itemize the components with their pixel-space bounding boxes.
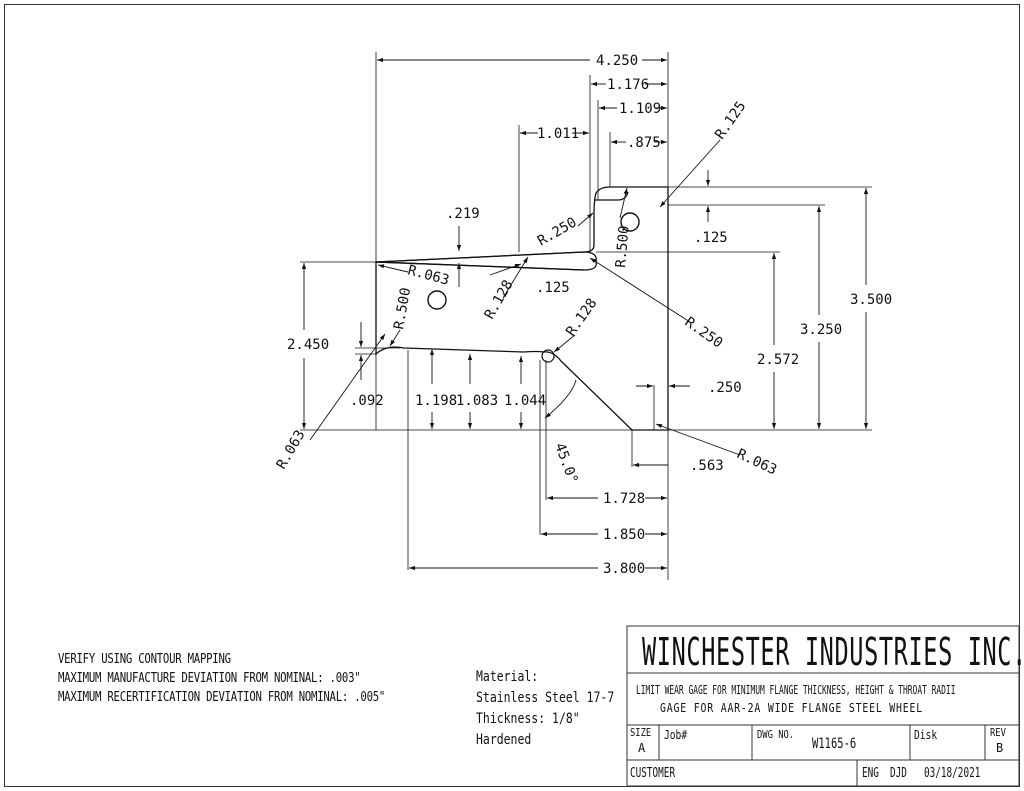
radius-r125: R.125 xyxy=(712,99,749,143)
rev-label: REV xyxy=(990,726,1006,739)
dwg-value: W1165-6 xyxy=(812,736,857,752)
dim-219: .219 xyxy=(446,206,480,222)
dim-3500: 3.500 xyxy=(850,292,892,308)
dim-125-mid: .125 xyxy=(536,280,570,296)
description-line2: GAGE FOR AAR-2A WIDE FLANGE STEEL WHEEL xyxy=(660,701,924,715)
radius-r063-bottom-right: R.063 xyxy=(734,446,779,478)
dim-3250: 3.250 xyxy=(800,322,842,338)
radius-r250-upper: R.250 xyxy=(535,215,580,250)
dim-3800: 3.800 xyxy=(603,561,645,577)
hole-upper xyxy=(620,212,640,232)
radius-r063-bottom-left: R.063 xyxy=(274,427,309,472)
dim-1850: 1.850 xyxy=(603,527,645,543)
rev-value: B xyxy=(996,741,1004,755)
dim-1109: 1.109 xyxy=(619,101,661,117)
radius-r128-left: R.128 xyxy=(482,277,517,322)
disk-label: Disk xyxy=(914,728,938,742)
material-value: Stainless Steel 17-7 xyxy=(476,690,615,706)
note-line: VERIFY USING CONTOUR MAPPING xyxy=(58,652,231,667)
dim-092: .092 xyxy=(350,393,384,409)
dim-1083: 1.083 xyxy=(456,393,498,409)
sheet-border xyxy=(4,4,1020,787)
dim-125-top: .125 xyxy=(694,230,728,246)
title-block-grid xyxy=(626,625,1020,787)
eng-label: ENG xyxy=(862,766,879,781)
extension-lines xyxy=(300,52,872,580)
dim-563: .563 xyxy=(690,458,724,474)
description-line1: LIMIT WEAR GAGE FOR MINIMUM FLANGE THICK… xyxy=(636,683,956,697)
drawing-date: 03/18/2021 xyxy=(924,766,981,781)
job-label: Job# xyxy=(664,728,688,742)
dim-1176: 1.176 xyxy=(607,77,649,93)
eng-value: DJD xyxy=(890,766,907,781)
note-line: MAXIMUM RECERTIFICATION DEVIATION FROM N… xyxy=(58,690,386,705)
dim-250: .250 xyxy=(708,380,742,396)
throat-radius xyxy=(541,349,555,363)
hole-lower xyxy=(427,290,447,310)
dim-2572: 2.572 xyxy=(757,352,799,368)
company-name: WINCHESTER INDUSTRIES INC. xyxy=(642,630,1024,674)
material-block: Material: Stainless Steel 17-7 Thickness… xyxy=(476,667,614,751)
dim-1728: 1.728 xyxy=(603,491,645,507)
size-label: SIZE xyxy=(630,726,652,739)
dim-875: .875 xyxy=(627,135,661,151)
dim-overall-width: 4.250 xyxy=(596,53,638,69)
radius-r500-lower: R.500 xyxy=(391,286,414,330)
radius-r250-lower: R.250 xyxy=(682,314,726,351)
dim-angle: 45.0° xyxy=(551,441,580,486)
dim-1044: 1.044 xyxy=(504,393,546,409)
radius-r500-upper: R.500 xyxy=(613,225,633,268)
dim-1011: 1.011 xyxy=(537,126,579,142)
size-value: A xyxy=(638,741,646,755)
leader-lines xyxy=(309,139,741,456)
material-label: Material: xyxy=(476,669,539,685)
dimension-lines xyxy=(301,57,869,571)
notes-block: VERIFY USING CONTOUR MAPPING MAXIMUM MAN… xyxy=(58,650,385,707)
thickness-value: Thickness: 1/8" xyxy=(476,711,580,727)
dim-1198: 1.198 xyxy=(415,393,457,409)
note-line: MAXIMUM MANUFACTURE DEVIATION FROM NOMIN… xyxy=(58,671,361,686)
treatment-value: Hardened xyxy=(476,732,532,748)
radius-r128-throat: R.128 xyxy=(563,296,600,340)
dim-2450: 2.450 xyxy=(287,337,329,353)
radius-r063-left: R.063 xyxy=(406,262,451,288)
dwg-label: DWG NO. xyxy=(757,728,795,741)
customer-label: CUSTOMER xyxy=(630,766,676,781)
